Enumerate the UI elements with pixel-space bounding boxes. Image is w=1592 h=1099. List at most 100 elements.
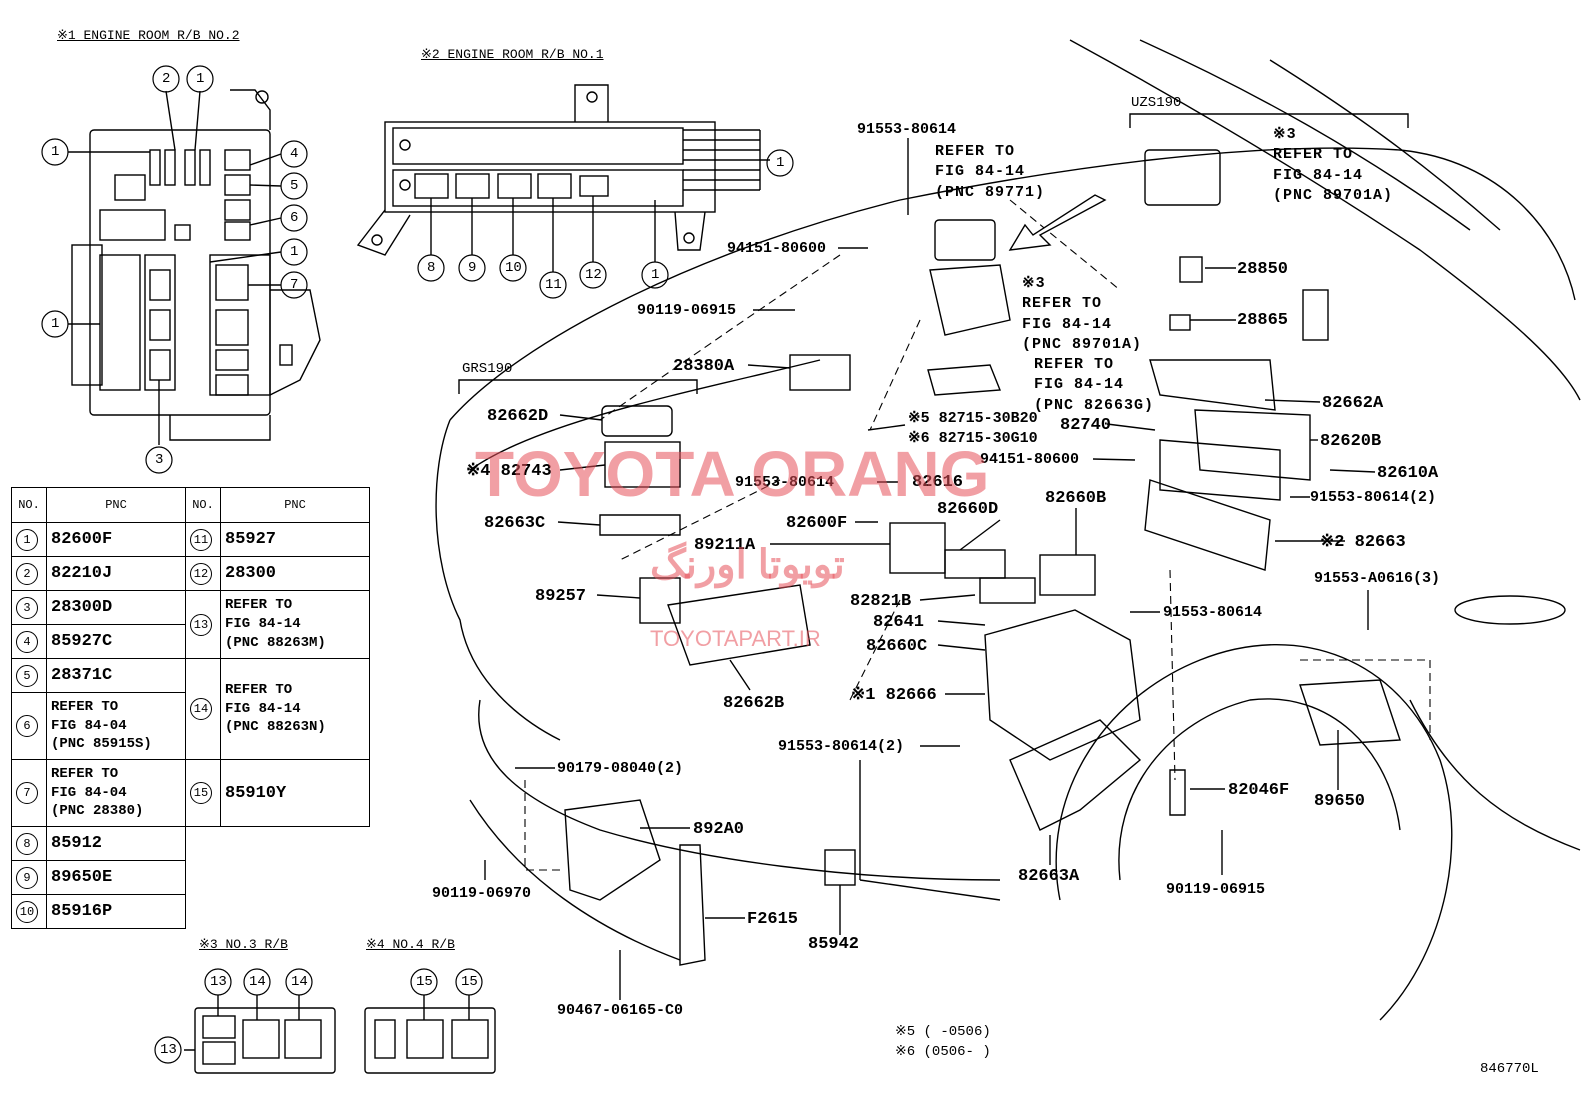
table-header-pnc: PNC	[46, 487, 186, 523]
table-row: 2 82210J 12 28300	[11, 556, 370, 591]
rb3-callout-14a: 14	[249, 974, 266, 990]
part-91553-80614-top: 91553-80614	[857, 121, 957, 138]
note-6: ※6 (0506- )	[895, 1044, 991, 1060]
callout-circles	[41, 65, 794, 1064]
table-row: 1 82600F 11 85927	[11, 522, 370, 557]
part-892a0: 892A0	[693, 820, 745, 839]
part-leaders	[484, 138, 1376, 1000]
part-94151-80600-a: 94151-80600	[727, 240, 827, 257]
pnc-cell: 85916P	[46, 894, 186, 929]
pnc-table: NO. PNC NO. PNC 1 82600F 11 85927 2 8221…	[11, 487, 370, 929]
part-82821b: 82821B	[850, 592, 912, 611]
rb2-callout-1b: 1	[196, 71, 205, 87]
row-number: 3	[16, 596, 38, 619]
row-number: 13	[190, 613, 212, 636]
row-number: 1	[16, 528, 38, 551]
uzs-bracket	[1129, 113, 1409, 128]
row-number: 9	[16, 866, 38, 889]
rb4-callout-15b: 15	[461, 974, 478, 990]
part-f2615: F2615	[747, 910, 799, 929]
rb1-drawing	[356, 84, 770, 256]
part-82662b: 82662B	[723, 694, 785, 713]
pnc-cell: 85927C	[46, 624, 186, 659]
ref-89701a-mid: ※3 REFER TO FIG 84-14 (PNC 89701A)	[1022, 275, 1143, 353]
table-row: 6 REFER TO FIG 84-04 (PNC 85915S)	[11, 692, 370, 760]
table-row: 4 85927C	[11, 624, 370, 659]
note-5: ※5 ( -0506)	[895, 1024, 991, 1040]
row-number: 15	[190, 782, 212, 804]
rb1-callout-11: 11	[545, 277, 562, 293]
row-number: 8	[16, 832, 38, 855]
pnc-cell: 28371C	[46, 658, 186, 693]
table-header-no-2: NO.	[185, 487, 221, 523]
part-82663c: 82663C	[484, 514, 546, 533]
grs190-label: GRS190	[462, 361, 513, 377]
part-89257: 89257	[535, 587, 587, 606]
rb1-header: ※2 ENGINE ROOM R/B NO.1	[421, 47, 604, 62]
row-number: 14	[190, 698, 212, 720]
rb2-drawing	[71, 89, 321, 441]
part-82660b: 82660B	[1045, 489, 1107, 508]
table-row: 10 85916P	[11, 894, 370, 929]
row-number: 11	[190, 528, 212, 551]
part-82740: 82740	[1060, 416, 1112, 435]
rb3-callout-13a: 13	[210, 974, 227, 990]
part-90119-06915-a: 90119-06915	[637, 302, 737, 319]
row-number: 7	[16, 782, 38, 804]
part-82660c: 82660C	[866, 637, 928, 656]
part-82620b: 82620B	[1320, 432, 1382, 451]
pnc-cell: REFER TO FIG 84-04 (PNC 85915S)	[46, 692, 186, 760]
grs-bracket	[458, 379, 698, 394]
rb3-callout-13b: 13	[160, 1042, 177, 1058]
part-91553-80614-2b: 91553-80614(2)	[778, 738, 905, 755]
pnc-cell: 82210J	[46, 556, 186, 591]
uzs190-label: UZS190	[1131, 95, 1182, 111]
pnc-cell: 85910Y	[220, 759, 370, 827]
part-82663: ※2 82663	[1320, 533, 1406, 552]
table-row: 3 28300D 13 REFER TO FIG 84-14 (PNC 8826…	[11, 590, 370, 659]
row-number: 6	[16, 715, 38, 737]
rb3-callout-14b: 14	[291, 974, 308, 990]
vehicle-outline	[435, 39, 1581, 1021]
pnc-cell: 82600F	[46, 522, 186, 557]
part-85942: 85942	[808, 935, 860, 954]
part-82616: 82616	[912, 473, 964, 492]
rb2-header: ※1 ENGINE ROOM R/B NO.2	[57, 28, 240, 43]
watermark-url: TOYOTAPART.IR	[650, 626, 821, 651]
table-row: 5 28371C 14 REFER TO FIG 84-14 (PNC 8826…	[11, 658, 370, 760]
pnc-cell: 85912	[46, 826, 186, 861]
part-82662a: 82662A	[1322, 394, 1384, 413]
rb4-callout-15a: 15	[416, 974, 433, 990]
rb2-callout-6: 6	[290, 210, 299, 226]
part-82660d: 82660D	[937, 500, 999, 519]
row-number: 5	[16, 664, 38, 687]
part-82743: ※4 82743	[466, 462, 552, 481]
part-89650: 89650	[1314, 792, 1366, 811]
part-94151-80600-b: 94151-80600	[980, 451, 1080, 468]
dashed-lines	[524, 199, 1431, 871]
rb1-leaders	[430, 196, 656, 272]
part-82662d: 82662D	[487, 407, 549, 426]
pnc-cell: 28300D	[46, 590, 186, 625]
ref-82663g: REFER TO FIG 84-14 (PNC 82663G)	[1034, 356, 1155, 414]
part-82663a: 82663A	[1018, 867, 1080, 886]
row-number: 2	[16, 562, 38, 585]
part-82641: 82641	[873, 613, 925, 632]
rb2-callout-3: 3	[155, 452, 164, 468]
rb2-leaders	[68, 90, 282, 445]
rb1-callout-9: 9	[468, 260, 477, 276]
rb1-callout-1a: 1	[776, 155, 785, 171]
rb1-callout-1b: 1	[651, 267, 660, 283]
pnc-cell: REFER TO FIG 84-14 (PNC 88263N)	[220, 658, 370, 760]
part-82666: ※1 82666	[851, 686, 937, 705]
ref-89701a-uzs: ※3 REFER TO FIG 84-14 (PNC 89701A)	[1273, 126, 1394, 204]
part-90179-08040: 90179-08040(2)	[557, 760, 684, 777]
part-82610a: 82610A	[1377, 464, 1439, 483]
part-82715-30b20: ※5 82715-30B20	[908, 410, 1038, 427]
part-82715-30g10: ※6 82715-30G10	[908, 430, 1038, 447]
row-number: 10	[16, 900, 38, 923]
part-91553-80614-c: 91553-80614	[1163, 604, 1263, 621]
rb2-callout-1d: 1	[51, 316, 60, 332]
drawing-number: 846770L	[1480, 1061, 1539, 1077]
watermark-arabic: تویوتا اورنگ	[650, 543, 845, 587]
